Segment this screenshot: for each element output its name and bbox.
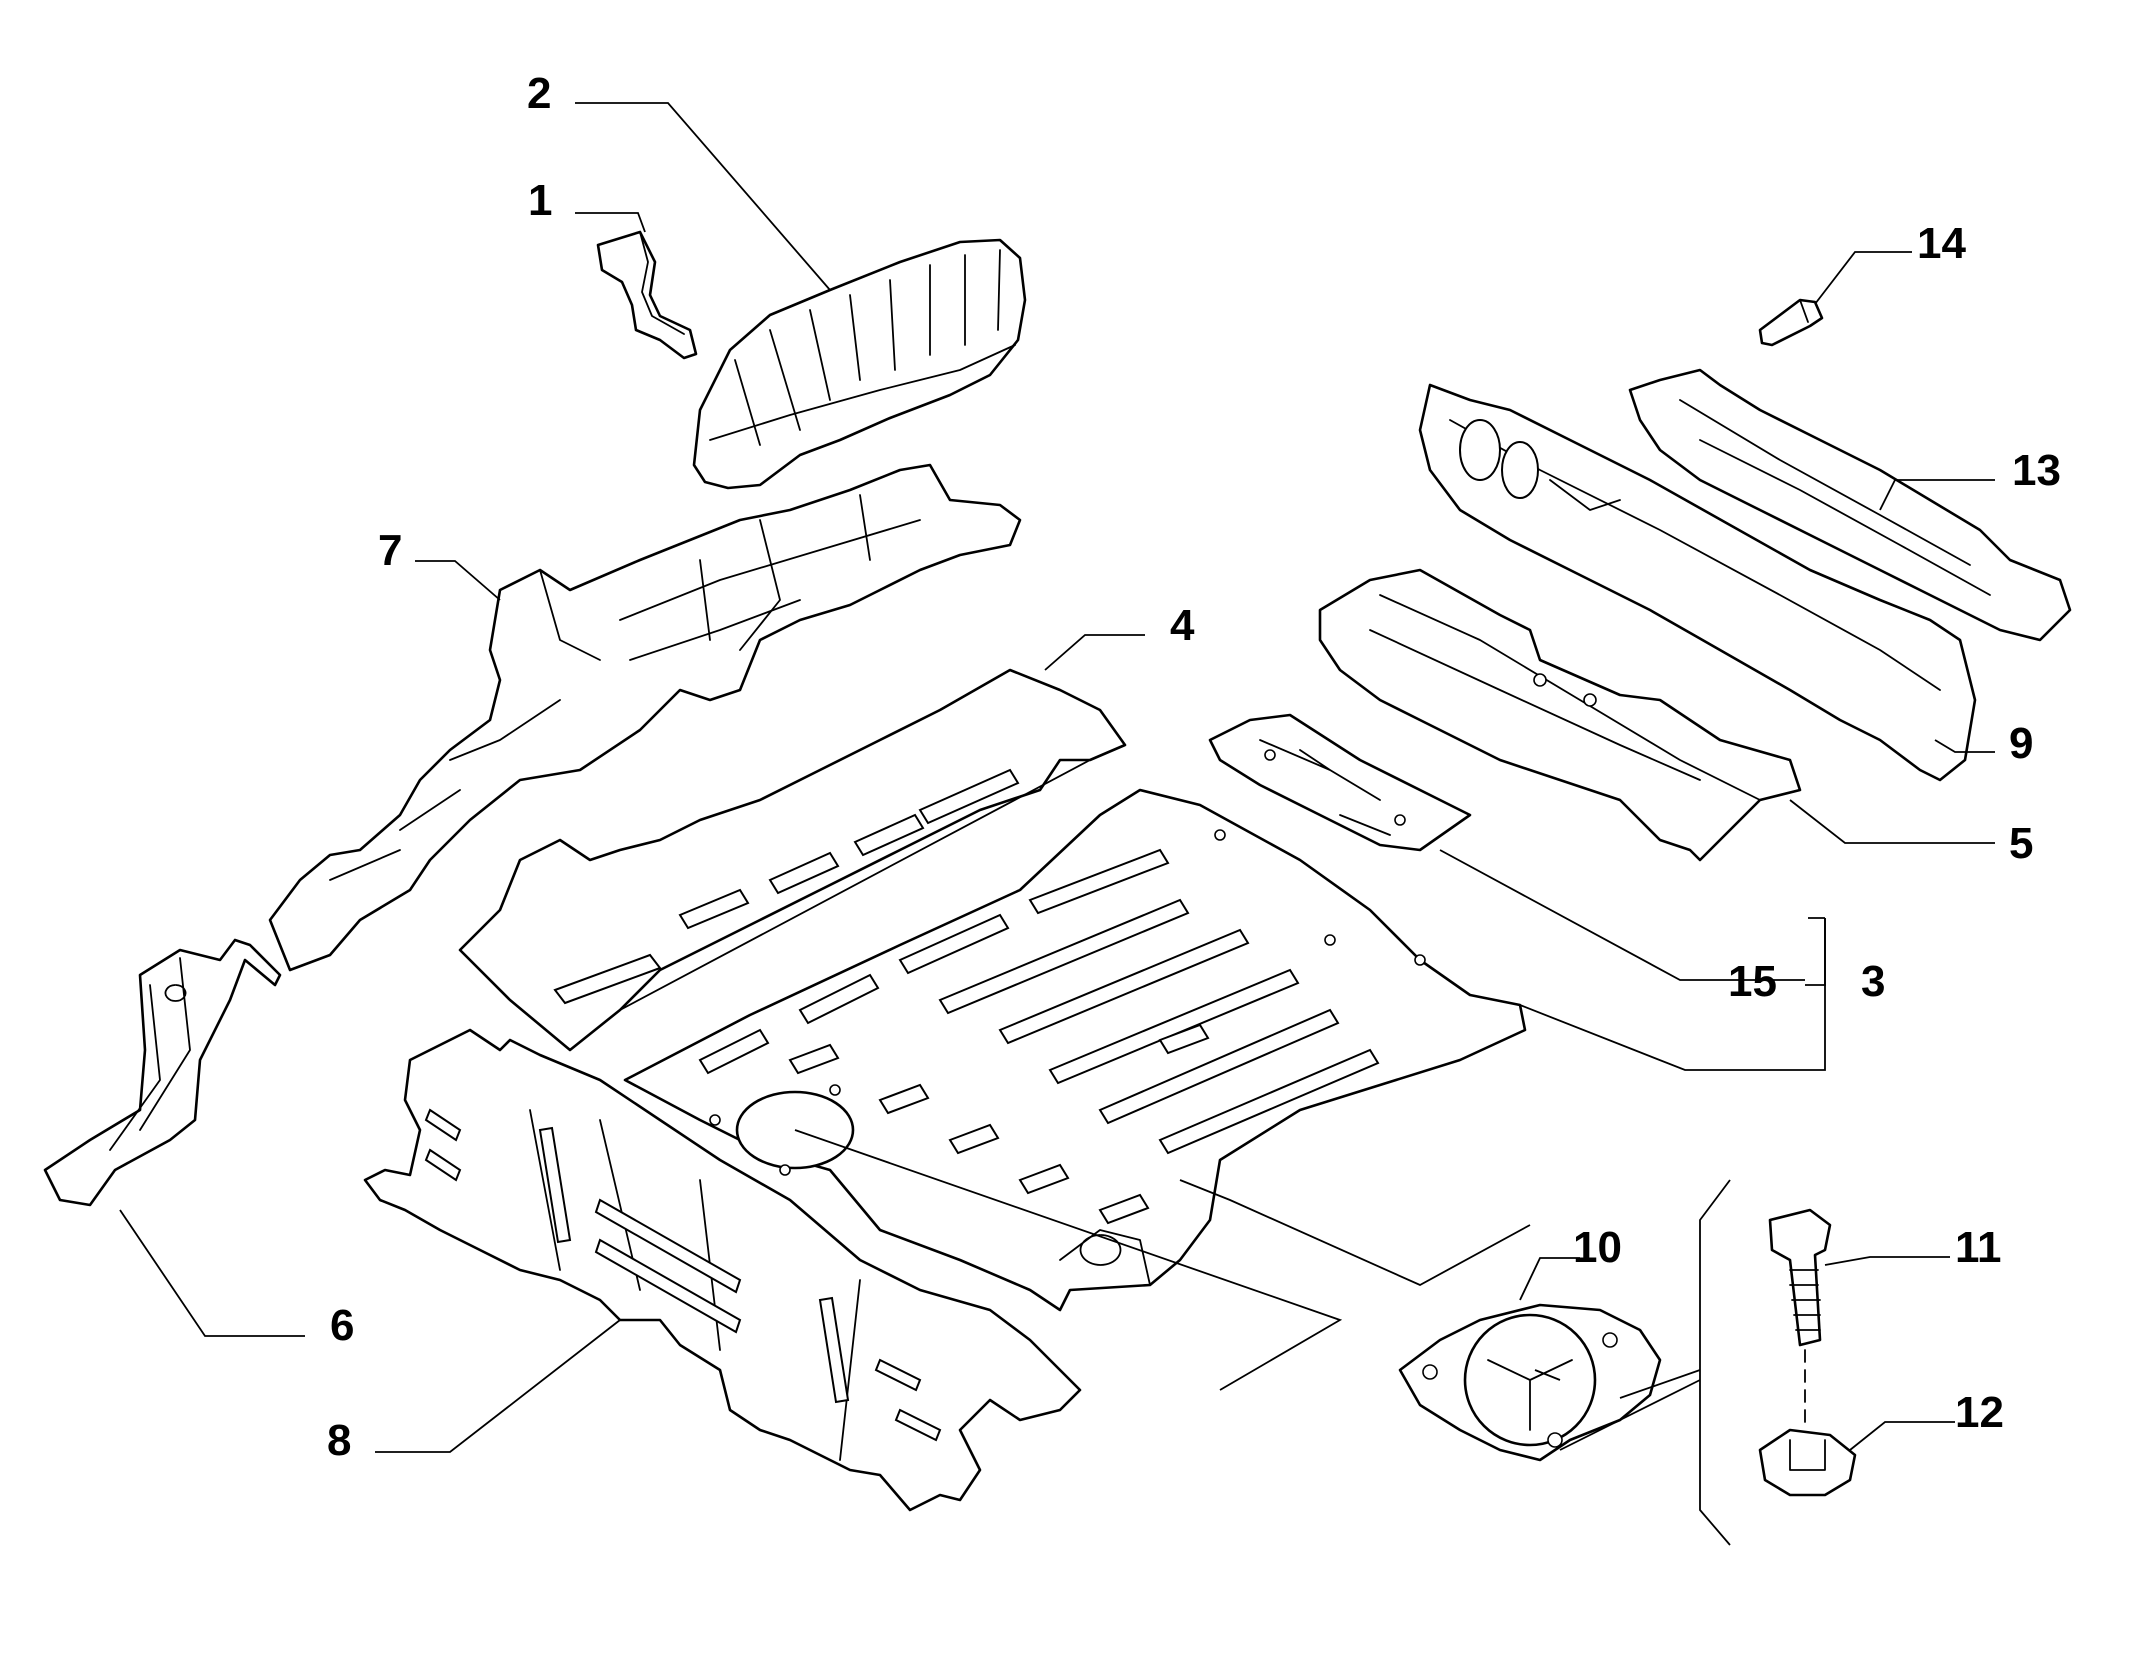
callout-14: 14 (1917, 219, 1966, 268)
part-2-wheel-well (692, 238, 1027, 490)
part-9-rear-sill (1418, 383, 1977, 782)
part-8-rear-panel (363, 1028, 1082, 1512)
callout-8: 8 (327, 1416, 351, 1465)
callout-3: 3 (1861, 957, 1885, 1006)
callout-12: 12 (1955, 1388, 2004, 1437)
part-14-bolt (1758, 298, 1824, 347)
part-12-nut (1758, 1428, 1857, 1497)
callout-9: 9 (2009, 719, 2033, 768)
callout-11: 11 (1955, 1223, 2002, 1272)
part-11-bolt (1768, 1208, 1832, 1431)
leader-lines (119, 102, 1995, 1546)
callout-13: 13 (2012, 446, 2061, 495)
part-15-plate (1208, 713, 1472, 852)
callout-15: 15 (1728, 957, 1777, 1006)
callout-4: 4 (1170, 601, 1195, 650)
callout-7: 7 (378, 526, 402, 575)
part-6-bracket-member (43, 938, 282, 1207)
part-1-bracket (596, 230, 698, 360)
part-13-reinforcement (1628, 368, 2072, 642)
callout-10: 10 (1573, 1223, 1622, 1272)
callout-2: 2 (527, 69, 551, 118)
callout-labels: 1 2 3 4 5 6 7 8 9 10 11 12 13 14 15 (327, 69, 2061, 1465)
part-4-floor-panel-left (458, 668, 1127, 1052)
part-7-rear-member-left (268, 463, 1022, 972)
part-10-cover-plate (1398, 1303, 1662, 1462)
callout-6: 6 (330, 1301, 354, 1350)
callout-5: 5 (2009, 819, 2033, 868)
part-5-cross-member (1318, 568, 1802, 862)
callout-1: 1 (528, 176, 552, 225)
